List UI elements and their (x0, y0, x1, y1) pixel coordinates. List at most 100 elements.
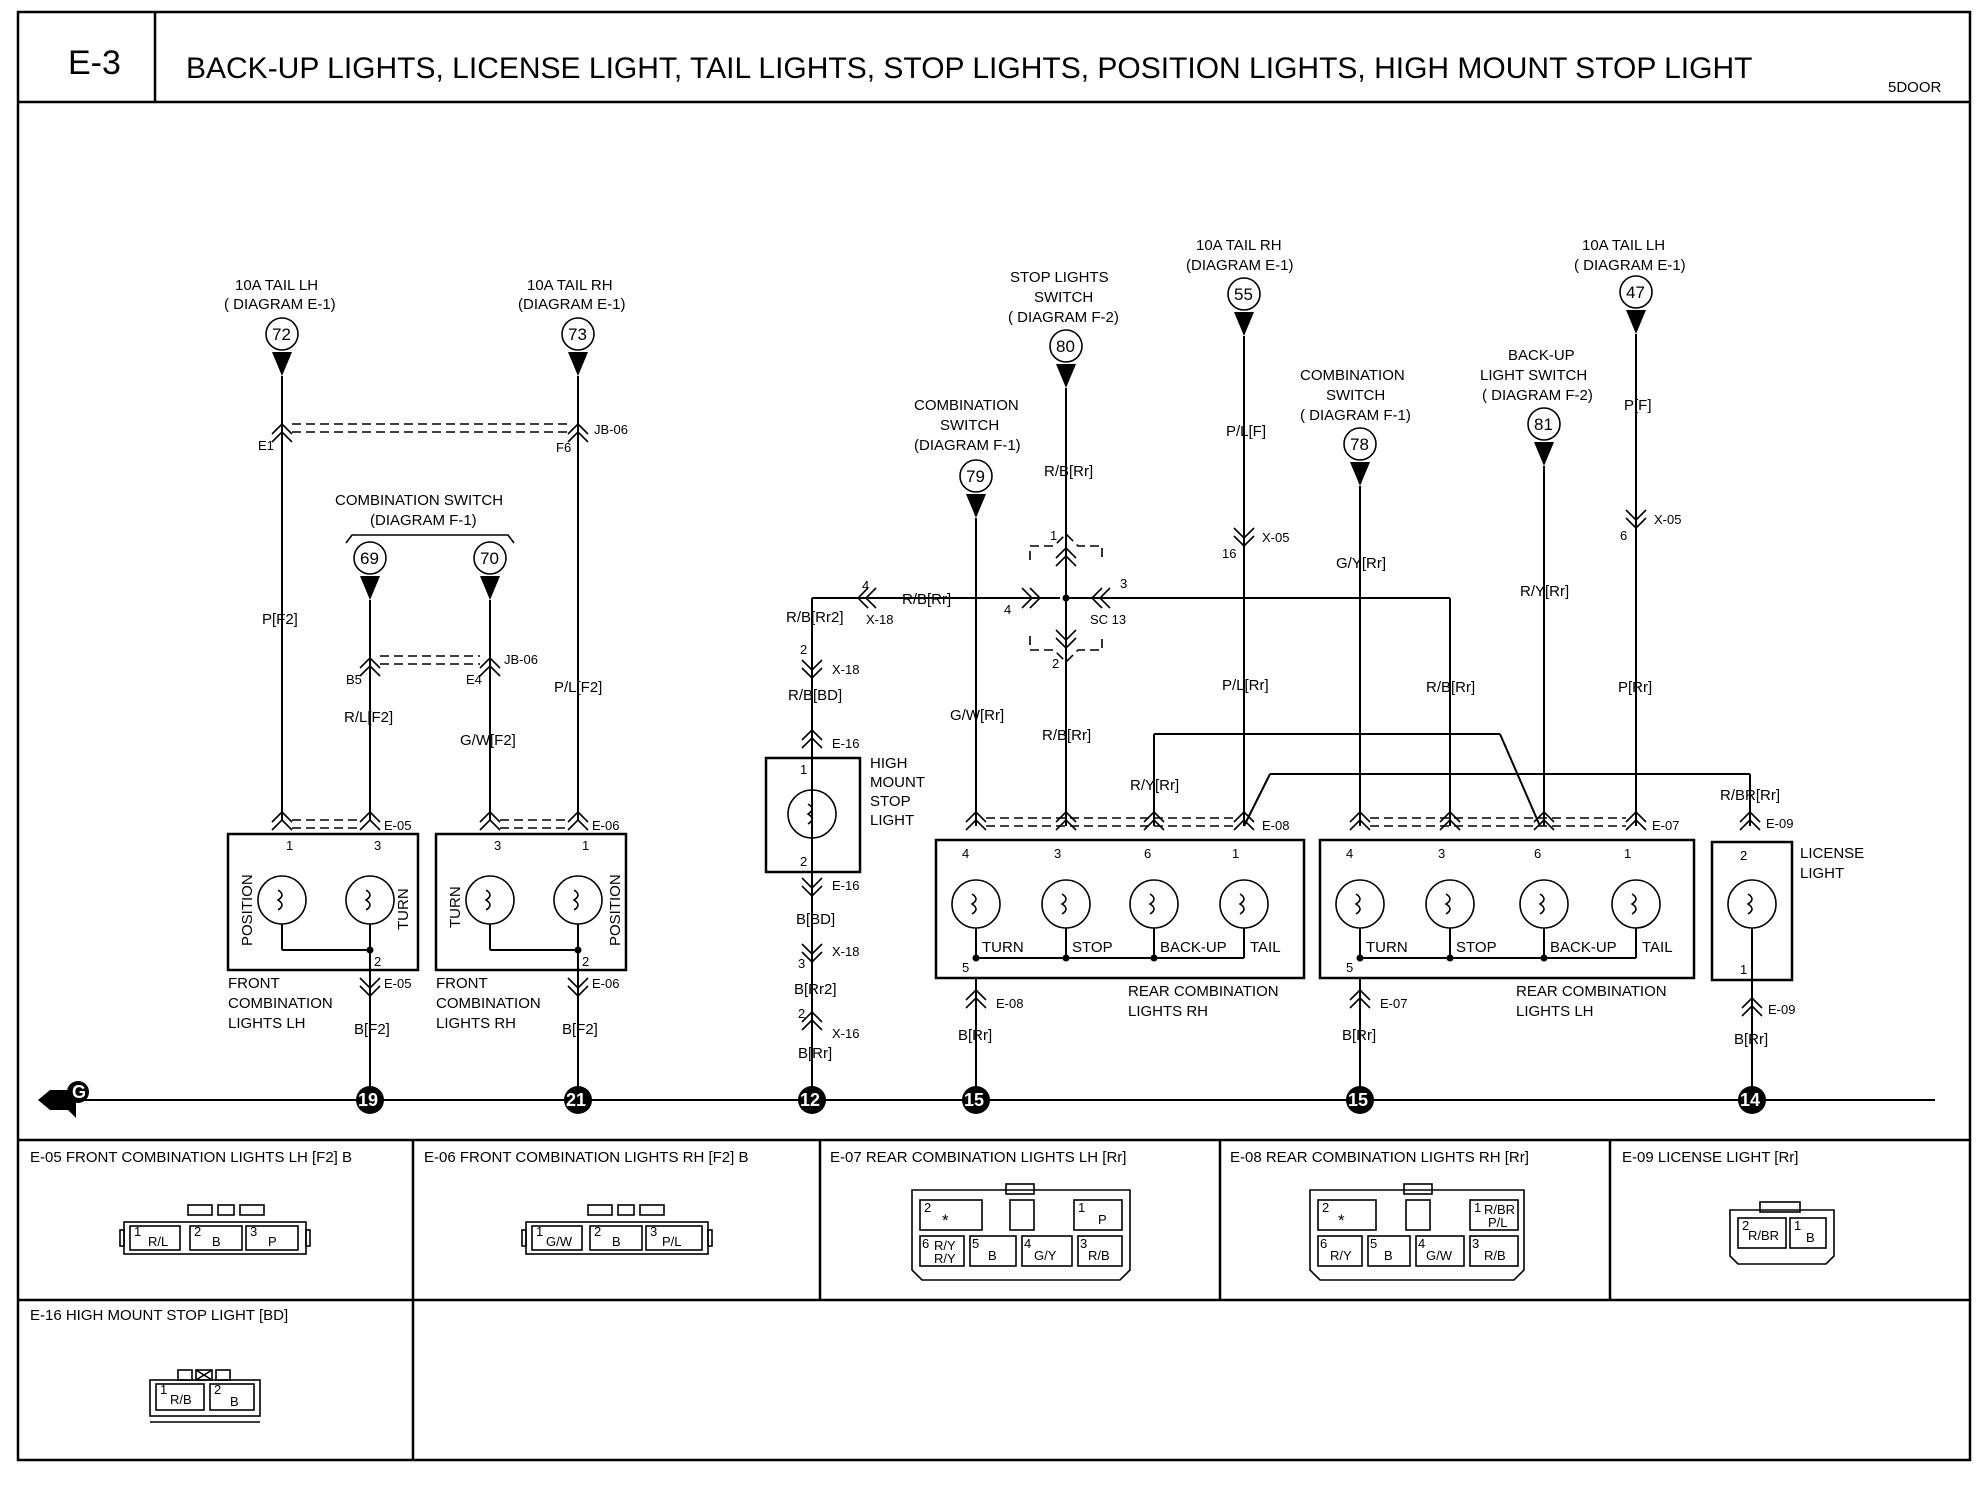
tag-e16-bot: E-16 (832, 878, 859, 893)
cv-e08-star: * (1338, 1211, 1345, 1230)
src81-num: 81 (1534, 415, 1553, 434)
ground-12 (798, 1086, 826, 1114)
cv-e06-w2: B (612, 1234, 621, 1249)
src55-line1: 10A TAIL RH (1196, 237, 1282, 254)
tag-e4: E4 (466, 672, 482, 687)
sc13-pin3: 3 (1120, 576, 1127, 591)
src6970-bracket (345, 534, 515, 544)
rear-lh-backup-bulb-icon (1519, 879, 1569, 929)
tag-x16: X-16 (832, 1026, 859, 1041)
ground-19-label: 19 (358, 1090, 378, 1110)
high-mount-name-4: LIGHT (870, 812, 914, 829)
src81-line1: BACK-UP (1508, 347, 1575, 364)
license-pin2: 2 (1740, 848, 1747, 863)
src80-arrow (1056, 364, 1076, 388)
rear-lh-turn-filament (1354, 893, 1361, 915)
cv-e07-p5: 5 (972, 1236, 979, 1251)
e08-pin5-mark (965, 988, 987, 1009)
src79-num: 79 (966, 467, 985, 486)
src47-circle (1619, 275, 1653, 309)
high-mount-name-1: HIGH (870, 755, 908, 772)
high-mount-name-2: MOUNT (870, 774, 925, 791)
rear-rh-pin6: 6 (1144, 846, 1151, 861)
cv-e09: 2 R/BR 1 B (1729, 1201, 1835, 1265)
rear-rh-stop-bulb-icon (1041, 879, 1091, 929)
jb06-b5-mark (359, 656, 381, 677)
cv-e16-title: E-16 HIGH MOUNT STOP LIGHT [BD] (30, 1307, 288, 1324)
tag-x18-a: X-18 (866, 612, 893, 627)
cv-e09-w2: R/BR (1748, 1228, 1779, 1243)
rear-rh-pin5: 5 (962, 960, 969, 975)
front-rh-pin1: 1 (582, 838, 589, 853)
ground-15a (962, 1086, 990, 1114)
rear-rh-tail-filament (1238, 893, 1245, 915)
src81-line3: ( DIAGRAM F-2) (1482, 387, 1593, 404)
front-rh-turn-filament (484, 889, 491, 911)
rear-lh-pin1: 1 (1624, 846, 1631, 861)
src78-arrow (1350, 462, 1370, 486)
cv-e05-w1: R/L (148, 1234, 168, 1249)
cv-e08-p1: 1 (1474, 1200, 1481, 1215)
cv-e05-w3: P (268, 1234, 277, 1249)
jb06-e4-mark (479, 656, 501, 677)
src79-line1: COMBINATION (914, 397, 1019, 414)
label-b-f2-rh: B[F2] (562, 1021, 598, 1038)
cv-e05-w2: B (212, 1234, 221, 1249)
cv-e08-p2: 2 (1322, 1200, 1329, 1215)
cv-e09-p1: 1 (1794, 1218, 1801, 1233)
cv-e06-w1: G/W (546, 1234, 573, 1249)
e08-pin4-mark (965, 810, 987, 831)
cv-e08-w3: R/B (1484, 1248, 1506, 1263)
cv-e05-p3: 3 (250, 1224, 257, 1239)
front-rh-box (434, 832, 628, 972)
src73-arrow (568, 352, 588, 376)
src80-circle (1049, 329, 1083, 363)
label-pl-rr: P/L[Rr] (1222, 677, 1269, 694)
cv-e07-w6b: R/Y (934, 1251, 956, 1266)
sc13-pin1-mark (1055, 546, 1077, 567)
rear-lh-stop-label: STOP (1456, 939, 1497, 956)
cv-e06-p1: 1 (536, 1224, 543, 1239)
src55-arrow (1234, 312, 1254, 336)
label-rb-bd: R/B[BD] (788, 687, 842, 704)
front-lh-name-3: LIGHTS LH (228, 1015, 306, 1032)
tag-e1: E1 (258, 438, 274, 453)
label-p-f: P[F] (1624, 397, 1652, 414)
tag-e07-bot: E-07 (1380, 996, 1407, 1011)
license-bulb-icon (1727, 879, 1777, 929)
src80-line3: ( DIAGRAM F-2) (1008, 309, 1119, 326)
src55-circle (1227, 277, 1261, 311)
rear-lh-pin4: 4 (1346, 846, 1353, 861)
tag-f6: F6 (556, 440, 571, 455)
rear-rh-turn-bulb-icon (951, 879, 1001, 929)
front-lh-turn-bulb-icon (345, 875, 395, 925)
label-rb-rr2: R/B[Rr2] (786, 609, 844, 626)
cv-e08-p5: 5 (1370, 1236, 1377, 1251)
src69-circle (353, 541, 387, 575)
label-p-rr: P[Rr] (1618, 679, 1652, 696)
cv-e06-title: E-06 FRONT COMBINATION LIGHTS RH [F2] B (424, 1149, 749, 1166)
page-frame (16, 10, 1972, 1462)
sc13-pin2: 2 (1052, 656, 1059, 671)
x05-a-pin: 16 (1222, 546, 1236, 561)
tag-e08-bot: E-08 (996, 996, 1023, 1011)
license-pin1: 1 (1740, 962, 1747, 977)
rear-rh-backup-label: BACK-UP (1160, 939, 1227, 956)
label-p-f2: P[F2] (262, 611, 298, 628)
tag-x18-c: X-18 (832, 944, 859, 959)
cv-e08-title: E-08 REAR COMBINATION LIGHTS RH [Rr] (1230, 1149, 1529, 1166)
x18-b-pin: 2 (800, 642, 807, 657)
x16-pin: 2 (798, 1006, 805, 1021)
front-rh-position-bulb-icon (553, 875, 603, 925)
tag-e07-top: E-07 (1652, 818, 1679, 833)
front-rh-position-label: POSITION (607, 874, 624, 946)
src47-num: 47 (1626, 283, 1645, 302)
cv-e09-p2: 2 (1742, 1218, 1749, 1233)
x16-mark (801, 1010, 823, 1031)
tag-e05-bot: E-05 (384, 976, 411, 991)
src69-arrow (360, 576, 380, 600)
e09-bot-mark (1741, 996, 1763, 1017)
src72-arrow (272, 352, 292, 376)
